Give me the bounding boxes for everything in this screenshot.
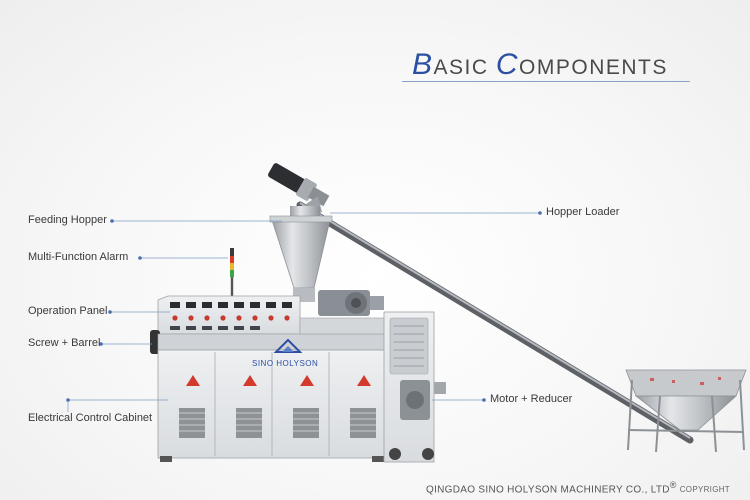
hopper-loader [268, 163, 694, 444]
title-underline [402, 81, 690, 82]
title-second-rest: OMPONENTS [519, 56, 668, 79]
label-hopper-loader: Hopper Loader [546, 206, 620, 218]
label-electrical-control-cabinet: Electrical Control Cabinet [28, 412, 153, 424]
brand-text: SINO HOLYSON [252, 359, 318, 368]
motor-reducer [383, 311, 446, 463]
screw-barrel-housing [150, 317, 391, 354]
feeding-hopper [269, 206, 333, 302]
loader-bin [625, 369, 747, 453]
title-first-capital: B [412, 48, 434, 81]
copyright-company: QINGDAO SINO HOLYSON MACHINERY CO., LTD [426, 484, 670, 496]
page-title: BASIC COMPONENTS [412, 48, 712, 82]
copyright-word: COPYRIGHT [679, 485, 730, 495]
title-second-capital: C [495, 48, 520, 81]
label-motor-reducer: Motor + Reducer [490, 393, 573, 405]
alarm-light-tower [230, 248, 234, 299]
gearbox [318, 290, 384, 316]
leader-lines [67, 212, 540, 412]
sino-holyson-logo: SINO HOLYSON [252, 338, 318, 368]
copyright-line: QINGDAO SINO HOLYSON MACHINERY CO., LTD®… [426, 480, 730, 495]
label-operation-panel: Operation Panel [28, 305, 108, 317]
label-feeding-hopper: Feeding Hopper [28, 214, 107, 226]
title-first-rest: ASIC [433, 56, 489, 79]
label-screw-barrel: Screw + Barrel [28, 337, 101, 349]
label-multi-function-alarm: Multi-Function Alarm [28, 251, 129, 263]
registered-mark: ® [669, 480, 677, 490]
operation-panel [157, 295, 301, 335]
leader-dots [66, 211, 542, 402]
electrical-control-cabinet [157, 349, 387, 462]
